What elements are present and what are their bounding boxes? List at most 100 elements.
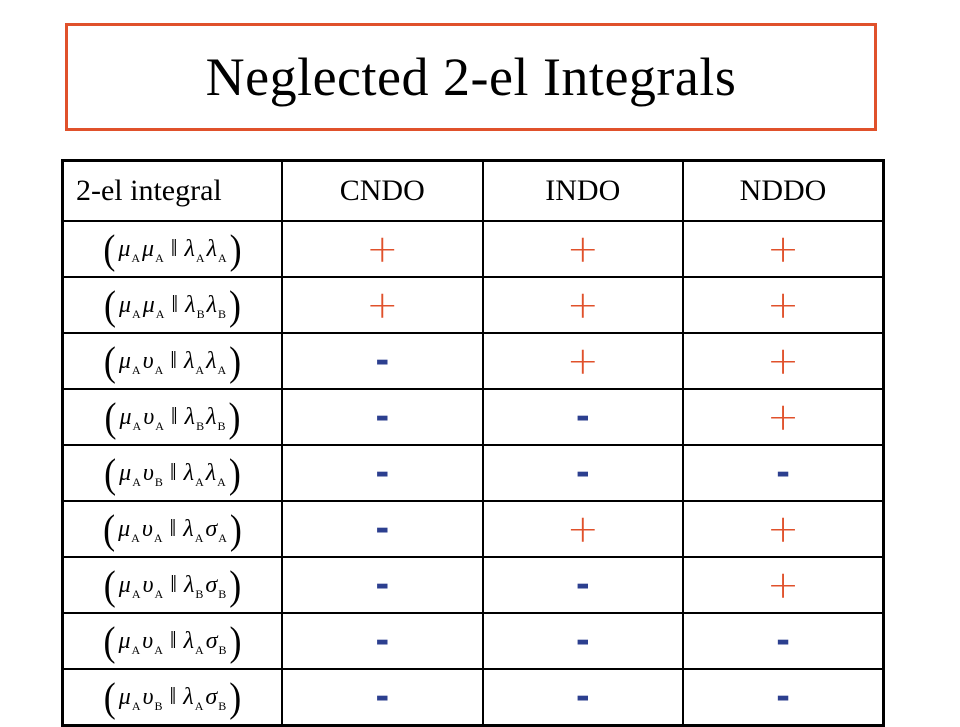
cell-cndo: - <box>281 332 484 390</box>
cell-indo: - <box>481 612 684 670</box>
cell-cndo: - <box>281 500 484 558</box>
orbital-letter: λ <box>183 627 195 654</box>
close-paren: ) <box>229 674 242 720</box>
cell-cndo: - <box>281 444 484 502</box>
cell-nddo: + <box>682 220 885 278</box>
close-paren: ) <box>228 394 241 440</box>
orbital-letter: λ <box>206 235 217 262</box>
cell-nddo: - <box>682 612 885 670</box>
orbital-letter: σ <box>205 627 218 654</box>
orbital-atom-subscript: B <box>195 586 204 601</box>
header-indo: INDO <box>481 159 684 222</box>
orbital-atom-subscript: A <box>218 530 227 545</box>
orbital-letter: μ <box>118 571 131 598</box>
cell-indo: - <box>481 388 684 446</box>
orbital-atom-subscript: A <box>194 530 204 545</box>
close-paren: ) <box>229 562 242 608</box>
close-paren: ) <box>229 506 242 552</box>
double-bar: ‖ <box>169 515 177 542</box>
orbital-atom-subscript: B <box>154 474 163 489</box>
cell-nddo: + <box>682 388 885 446</box>
close-paren: ) <box>228 450 241 496</box>
open-paren: ( <box>103 674 116 720</box>
orbital-atom-subscript: A <box>131 698 141 713</box>
cell-nddo: + <box>682 556 885 614</box>
header-cndo: CNDO <box>281 159 484 222</box>
orbital-atom-subscript: A <box>195 250 205 265</box>
close-paren: ) <box>229 338 242 384</box>
orbital-letter: μ <box>118 235 131 262</box>
open-paren: ( <box>103 618 116 664</box>
orbital-letter: υ <box>143 403 155 430</box>
close-paren: ) <box>229 282 242 328</box>
orbital-letter: λ <box>183 571 195 598</box>
orbital-letter: μ <box>118 347 131 374</box>
cell-indo: + <box>481 220 684 278</box>
title-box: Neglected 2-el Integrals <box>65 23 877 131</box>
orbital-atom-subscript: A <box>194 698 204 713</box>
orbital-letter: λ <box>183 515 194 542</box>
orbital-letter: λ <box>206 347 217 374</box>
orbital-letter: μ <box>118 291 132 318</box>
orbital-letter: λ <box>184 235 195 262</box>
cell-indo: - <box>481 444 684 502</box>
orbital-letter: υ <box>142 571 154 598</box>
close-paren: ) <box>229 226 242 272</box>
orbital-letter: μ <box>119 459 132 486</box>
cell-cndo: - <box>281 556 484 614</box>
orbital-atom-subscript: A <box>195 642 204 657</box>
orbital-letter: λ <box>183 683 194 710</box>
orbital-atom-subscript: B <box>196 418 205 433</box>
orbital-letter: υ <box>141 515 153 542</box>
cell-cndo: - <box>281 388 484 446</box>
orbital-atom-subscript: A <box>155 418 164 433</box>
orbital-letter: λ <box>206 403 217 430</box>
open-paren: ( <box>104 450 117 496</box>
orbital-atom-subscript: A <box>195 362 205 377</box>
slide-title: Neglected 2-el Integrals <box>205 47 737 107</box>
cell-nddo: - <box>682 444 885 502</box>
cell-nddo: + <box>682 276 885 334</box>
double-bar: ‖ <box>170 347 177 374</box>
double-bar: ‖ <box>170 235 178 262</box>
cell-indo: + <box>481 332 684 390</box>
double-bar: ‖ <box>170 403 178 430</box>
orbital-letter: μ <box>119 403 132 430</box>
double-bar: ‖ <box>169 683 177 710</box>
orbital-letter: σ <box>205 683 218 710</box>
double-bar: ‖ <box>170 571 177 598</box>
open-paren: ( <box>103 338 116 384</box>
orbital-letter: λ <box>184 403 196 430</box>
orbital-atom-subscript: A <box>195 474 204 489</box>
orbital-letter: υ <box>142 627 154 654</box>
cell-indo: - <box>481 556 684 614</box>
cell-nddo: + <box>682 500 885 558</box>
cell-cndo: + <box>281 220 484 278</box>
